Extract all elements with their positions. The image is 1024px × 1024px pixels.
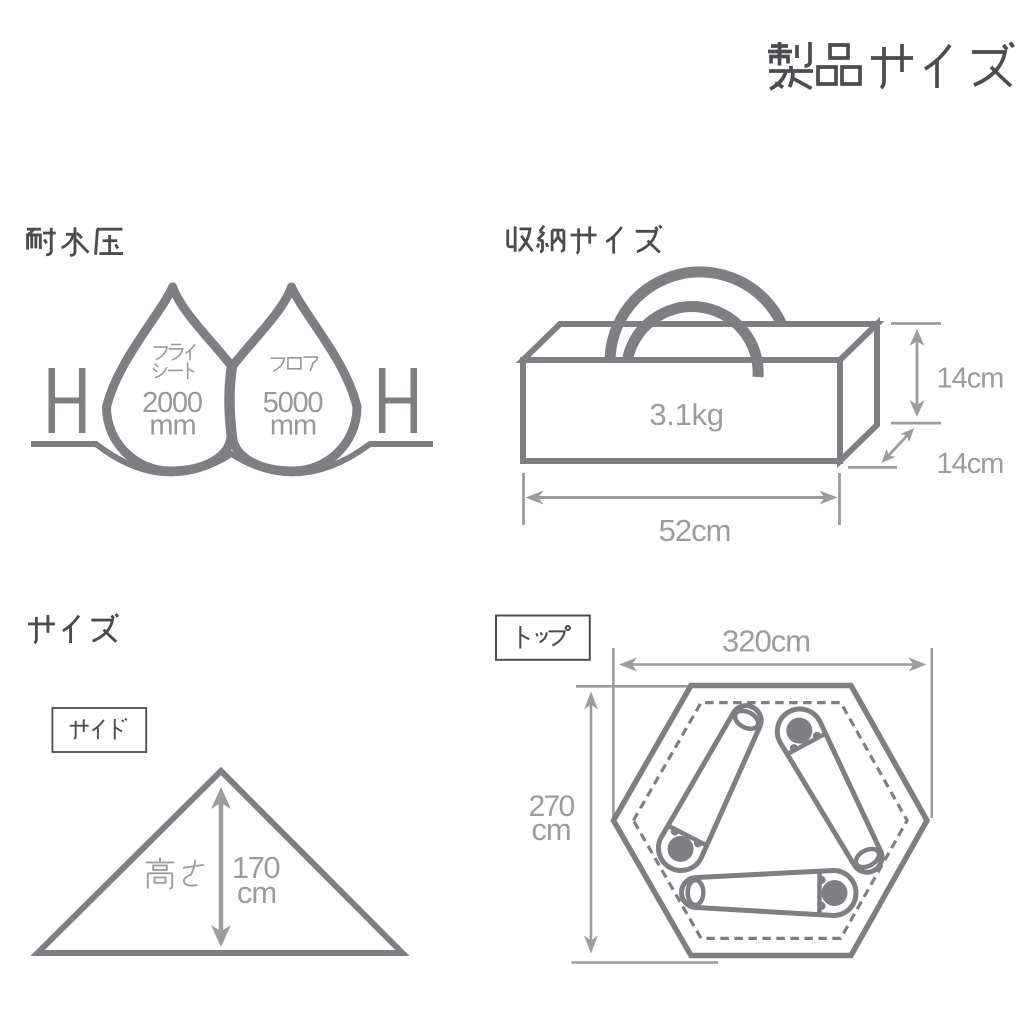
svg-text:mm: mm	[149, 410, 195, 442]
svg-text:5000: 5000	[263, 387, 323, 419]
svg-text:2000: 2000	[142, 387, 202, 419]
svg-text:cm: cm	[237, 875, 276, 910]
svg-text:270: 270	[529, 790, 575, 823]
svg-text:3.1kg: 3.1kg	[649, 397, 723, 432]
svg-text:170: 170	[232, 850, 280, 885]
svg-text:cm: cm	[531, 812, 570, 847]
svg-text:14cm: 14cm	[937, 363, 1004, 395]
svg-text:52cm: 52cm	[659, 513, 731, 548]
svg-text:320cm: 320cm	[722, 624, 810, 659]
svg-text:mm: mm	[270, 410, 316, 442]
svg-text:14cm: 14cm	[937, 448, 1004, 480]
